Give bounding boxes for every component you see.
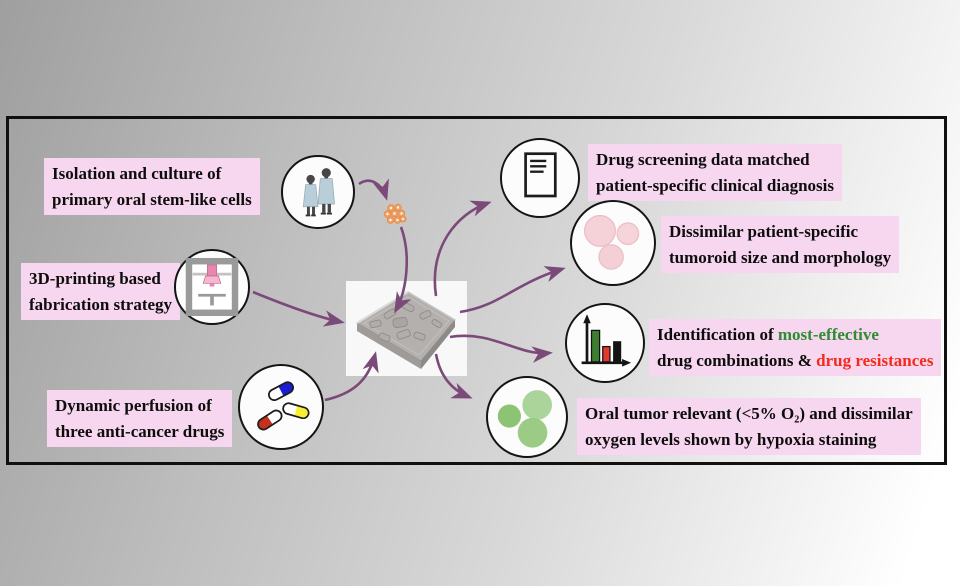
barchart-node: [565, 303, 645, 383]
printed-chip-image: [356, 291, 456, 369]
printer-3d-icon: [185, 257, 239, 317]
hypoxia-node: [486, 376, 568, 458]
pills-node: [238, 364, 324, 450]
diagram-panel: [6, 116, 947, 465]
label-drug-identification: Identification of most-effective drug co…: [649, 319, 942, 376]
two-patients-icon: [302, 168, 335, 217]
label-dynamic-perfusion: Dynamic perfusion of three anti-cancer d…: [47, 390, 233, 447]
three-capsules-icon: [257, 381, 310, 431]
green-stained-cells-icon: [497, 390, 553, 448]
label-oxygen-hypoxia: Oral tumor relevant (<5% O₂) and dissimi…: [577, 398, 921, 455]
printer-node: [174, 249, 250, 325]
pink-tumoroids-icon: [583, 214, 640, 270]
label-tumoroid-morphology: Dissimilar patient-specific tumoroid siz…: [661, 216, 900, 273]
label-isolation-culture: Isolation and culture of primary oral st…: [44, 158, 260, 215]
document-node: [500, 138, 580, 218]
label-3d-printing: 3D-printing based fabrication strategy: [21, 263, 181, 320]
tumoroids-node: [570, 200, 656, 286]
patients-node: [281, 155, 355, 229]
bar-chart-icon: [581, 314, 632, 367]
label-drug-screening: Drug screening data matched patient-spec…: [588, 144, 842, 201]
chip-backdrop: [346, 281, 467, 376]
report-document-icon: [524, 152, 557, 198]
